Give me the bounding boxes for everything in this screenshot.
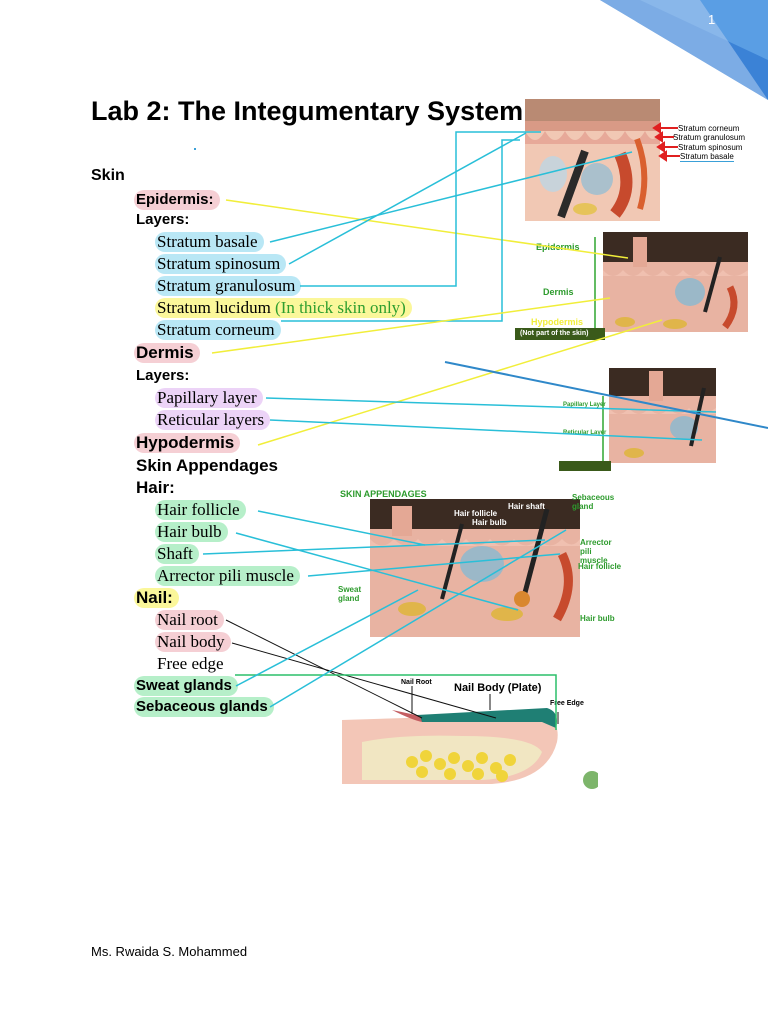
fig4-hair-shaft-label: Hair shaft: [508, 502, 545, 511]
nail-body-label: Nail body: [155, 632, 231, 652]
fig4-sebaceous-label: Sebaceous gland: [572, 493, 615, 511]
footer-author: Ms. Rwaida S. Mohammed: [91, 944, 248, 959]
skin-appendages-label: Skin Appendages: [136, 456, 279, 475]
sebaceous-glands-label: Sebaceous glands: [134, 697, 274, 717]
fig2-note-label: (Not part of the skin): [520, 330, 589, 337]
nail-illustration: [342, 672, 598, 790]
epidermis-label: Epidermis:: [134, 190, 220, 210]
stratum-corneum-label: Stratum corneum: [155, 320, 281, 340]
skin-heading: Skin: [91, 167, 125, 184]
fig4-hair-follicle-label: Hair follicle: [454, 509, 498, 518]
fig5-free-edge-label: Free Edge: [550, 700, 584, 707]
thick-skin-note: (In thick skin only): [275, 298, 406, 317]
dermis-label: Dermis: [134, 343, 200, 363]
fig1-label: Stratum corneum: [678, 124, 740, 133]
skin-layers-illustration: [515, 232, 748, 340]
fig4-sweat-gland-label: Sweat gland: [338, 585, 362, 603]
fig4-title: SKIN APPENDAGES: [340, 489, 427, 499]
fig5-nail-body-label: Nail Body (Plate): [454, 682, 542, 694]
fig4-hair-follicle-right-label: Hair follicle: [578, 562, 622, 571]
skin-layers-image: [515, 232, 748, 340]
page-number: 1: [708, 12, 716, 27]
stratum-spinosum-label: Stratum spinosum: [155, 254, 287, 274]
nail-anatomy-image: [342, 672, 598, 790]
stratum-granulosum-label: Stratum granulosum: [155, 276, 302, 296]
fig3-papillary-label: Papillary Layer: [563, 402, 606, 408]
fig4-arrector-label: Arrector pili muscle: [580, 538, 612, 565]
fig1-arrows: [652, 122, 680, 162]
hypodermis-label: Hypodermis: [134, 433, 241, 453]
nail-root-label: Nail root: [155, 610, 224, 630]
fig3-reticular-label: Reticular Layer: [563, 430, 607, 436]
fig5-nail-root-label: Nail Root: [401, 679, 432, 686]
sweat-glands-label: Sweat glands: [134, 676, 238, 696]
fig1-label: Stratum spinosum: [678, 143, 743, 152]
fig1-label: Stratum basale: [680, 152, 734, 162]
arrector-pili-label: Arrector pili muscle: [155, 566, 300, 586]
free-edge-label: Free edge: [157, 654, 224, 673]
fig2-epidermis-label: Epidermis: [536, 242, 580, 252]
fig2-dermis-label: Dermis: [543, 287, 574, 297]
fig1-label: Stratum granulosum: [673, 133, 746, 142]
page-title: Lab 2: The Integumentary System: [91, 96, 524, 126]
nail-label: Nail:: [134, 588, 179, 608]
layers-label: Layers:: [136, 367, 190, 384]
hair-bulb-label: Hair bulb: [155, 522, 228, 542]
epidermis-layers-image: [525, 99, 660, 221]
layers-label: Layers:: [136, 211, 190, 228]
hair-follicle-label: Hair follicle: [155, 500, 246, 520]
stray-dot: [194, 148, 196, 150]
papillary-layer-label: Papillary layer: [155, 388, 263, 408]
corner-decoration: [600, 0, 768, 100]
fig4-hair-bulb-label: Hair bulb: [472, 518, 507, 527]
shaft-label: Shaft: [155, 544, 199, 564]
hair-label: Hair:: [136, 478, 175, 497]
skin-appendages-image: [332, 484, 618, 637]
reticular-layer-label: Reticular layers: [155, 410, 271, 430]
skin-appendages-illustration: [370, 499, 580, 637]
stratum-basale-label: Stratum basale: [155, 232, 264, 252]
stratum-lucidum-label: Stratum lucidum (In thick skin only): [155, 298, 412, 318]
fig4-hair-bulb-right-label: Hair bulb: [580, 614, 615, 623]
fig2-hypodermis-label: Hypodermis: [531, 317, 584, 327]
stratum-lucidum-text: Stratum lucidum: [157, 298, 271, 317]
epidermis-illustration: [525, 99, 660, 221]
